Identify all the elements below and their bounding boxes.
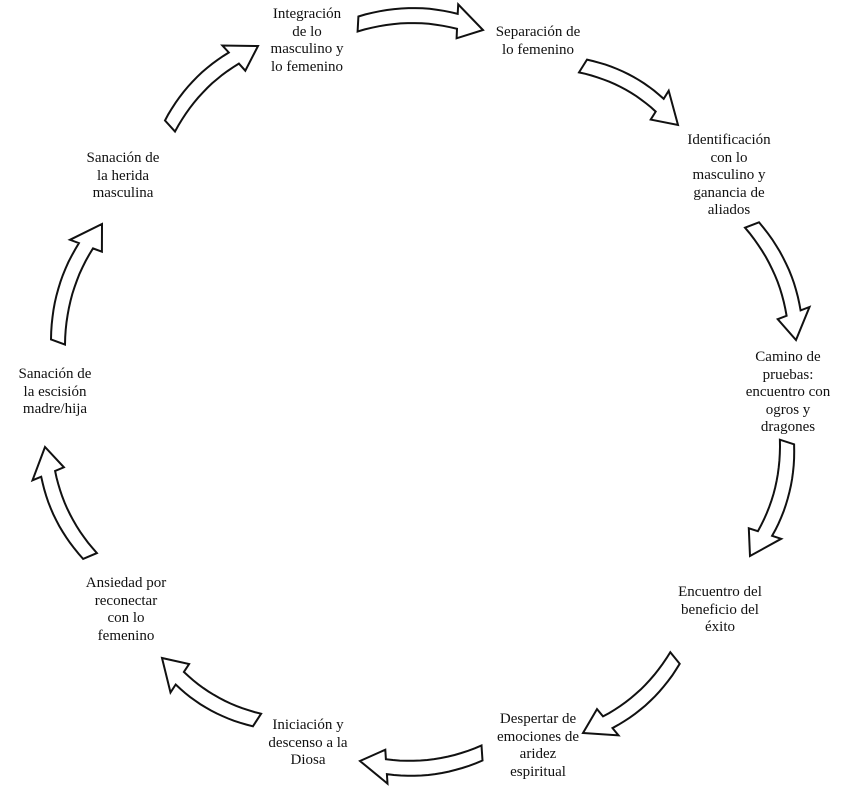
stage-line: Integración — [272, 6, 342, 22]
stage-label-despertar: Despertar de emociones de aridez espirit… — [478, 711, 598, 781]
stage-line: Sanación de — [18, 366, 92, 382]
stage-line: Diosa — [290, 752, 326, 768]
stage-label-camino: Camino de pruebas: encuentro con ogros y… — [728, 349, 848, 437]
stage-line: Ansiedad por — [85, 575, 167, 591]
stage-line: Iniciación y — [272, 717, 344, 733]
stage-label-escision: Sanación de la escisión madre/hija — [2, 366, 108, 419]
stage-line: descenso a la — [268, 734, 348, 751]
stage-line: encuentro con — [745, 384, 831, 400]
stage-line: la escisión — [23, 383, 87, 400]
stage-label-encuentro: Encuentro del beneficio del éxito — [660, 584, 780, 637]
stage-line: la herida — [96, 167, 150, 184]
stage-line: Separación de — [495, 24, 581, 40]
cycle-arrow-icon — [358, 744, 484, 786]
cycle-arrows — [30, 2, 812, 786]
stage-line: pruebas: — [762, 366, 814, 383]
stage-line: Encuentro del — [678, 584, 762, 600]
stage-line: lo femenino — [501, 41, 575, 58]
stage-line: masculino y — [270, 41, 344, 57]
stage-line: aliados — [707, 202, 751, 218]
stage-line: espiritual — [510, 763, 566, 780]
cycle-arrow-icon — [30, 445, 99, 561]
cycle-arrow-icon — [743, 221, 812, 342]
stage-label-integracion: Integración de lo masculino y lo femenin… — [252, 6, 362, 76]
cycle-arrow-icon — [581, 650, 681, 737]
stage-line: ogros y — [765, 401, 811, 418]
cycle-arrow-icon — [747, 438, 796, 558]
stage-line: de lo — [292, 23, 322, 40]
stage-line: masculina — [92, 185, 154, 201]
stage-line: Sanación de — [86, 150, 160, 166]
stage-line: éxito — [705, 619, 735, 635]
stage-line: femenino — [97, 627, 155, 644]
stage-line: madre/hija — [22, 401, 88, 417]
stage-label-separacion: Separación de lo femenino — [478, 24, 598, 59]
stage-line: Camino de — [755, 349, 821, 365]
stage-line: aridez — [519, 746, 557, 762]
stage-line: Despertar de — [499, 711, 577, 727]
stage-line: masculino y — [692, 167, 766, 183]
stage-line: beneficio del — [681, 601, 759, 618]
stage-label-ansiedad: Ansiedad por reconectar con lo femenino — [66, 575, 186, 645]
stage-line: con lo — [107, 610, 145, 626]
stage-line: dragones — [760, 419, 816, 435]
stage-label-iniciacion: Iniciación y descenso a la Diosa — [250, 717, 366, 770]
cycle-arrow-icon — [160, 656, 263, 728]
stage-label-herida: Sanación de la herida masculina — [70, 150, 176, 203]
stage-line: lo femenino — [270, 58, 344, 75]
stage-line: reconectar — [94, 592, 158, 609]
stage-line: con lo — [710, 149, 748, 166]
stage-line: ganancia de — [693, 184, 765, 201]
cycle-arrow-icon — [49, 222, 104, 347]
stage-label-identificacion: Identificación con lo masculino y gananc… — [663, 132, 795, 220]
cycle-arrow-icon — [163, 44, 260, 134]
stage-line: emociones de — [496, 728, 580, 745]
stage-line: Identificación — [687, 132, 771, 148]
cycle-arrow-icon — [577, 58, 680, 127]
cycle-arrow-icon — [356, 2, 485, 40]
